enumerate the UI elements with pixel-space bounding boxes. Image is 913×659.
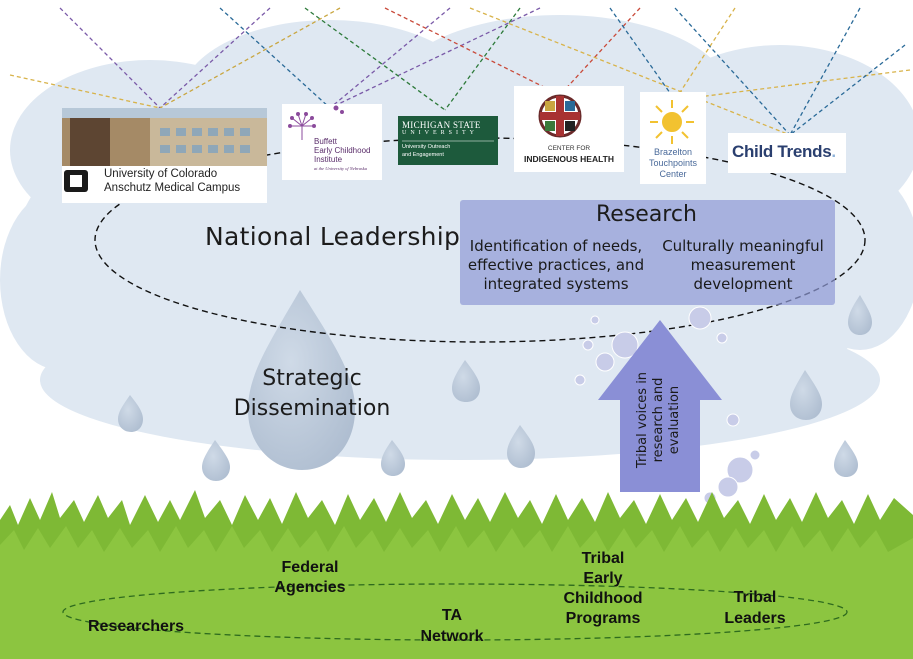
raindrop [507, 425, 535, 468]
research-right-text: Culturally meaningful measurement develo… [650, 237, 836, 294]
research-left-text: Identification of needs, effective pract… [462, 237, 650, 294]
national-leadership-ellipse [94, 137, 866, 343]
tribal-programs-line: Tribal [581, 550, 625, 567]
medicine-wheel-icon [538, 94, 582, 138]
ta-network-label: TA Network [404, 605, 500, 647]
tribal-leaders-label: Tribal Leaders [710, 587, 800, 629]
arrow-text-line: research and [651, 377, 666, 463]
federal-line: Agencies [274, 579, 346, 596]
grass [0, 490, 913, 659]
tribal-leaders-line: Leaders [724, 610, 786, 627]
brazelton-line3: Center [659, 169, 687, 179]
buffett-line4: at the University of Nebraska [314, 166, 367, 171]
raindrops [118, 290, 872, 481]
research-left-line: integrated systems [483, 275, 629, 293]
strategic-label-line1: Strategic [262, 366, 362, 391]
raindrop [202, 440, 230, 481]
raindrop [790, 370, 822, 420]
federal-line: Federal [281, 559, 339, 576]
ta-line: Network [420, 628, 484, 645]
logo-michigan-state [398, 116, 498, 165]
buffett-line1: Buffett [314, 137, 337, 146]
msu-line4: and Engagement [402, 152, 444, 158]
raindrop [452, 360, 480, 402]
buffett-line2: Early Childhood [314, 146, 371, 155]
research-box [460, 200, 835, 305]
dandelion-icon [288, 105, 344, 140]
msu-line1: MICHIGAN STATE [402, 120, 481, 130]
arrow-text-line: Tribal voices in [635, 371, 650, 469]
cu-name-line2: Anschutz Medical Campus [104, 182, 241, 194]
strategic-label-line2: Dissemination [233, 396, 391, 421]
childtrends-dot: . [831, 142, 836, 161]
research-title: Research [596, 202, 697, 227]
cu-name-line1: University of Colorado [104, 168, 218, 180]
ta-line: TA [441, 607, 463, 624]
tribal-programs-line: Childhood [563, 590, 643, 607]
tribal-leaders-line: Tribal [733, 589, 777, 606]
logo-center-for-indigenous-health [514, 86, 624, 172]
researchers-label: Researchers [88, 618, 185, 635]
sun-icon [650, 100, 694, 144]
msu-line3: University Outreach [402, 144, 451, 150]
brazelton-line1: Brazelton [653, 147, 693, 157]
raindrop [834, 440, 858, 477]
cih-line2: INDIGENOUS HEALTH [523, 154, 615, 164]
tribal-programs-line: Programs [565, 610, 641, 627]
research-left-line: effective practices, and [467, 256, 645, 274]
tribal-programs-label: Tribal Early Childhood Programs [548, 549, 658, 629]
upward-arrow [598, 320, 722, 492]
research-right-line: measurement [690, 256, 796, 274]
research-right-line: Culturally meaningful [662, 237, 824, 255]
research-right-line: development [693, 275, 793, 293]
raindrop [248, 290, 355, 470]
national-leadership-label: National Leadership [205, 222, 461, 251]
raindrop [848, 295, 872, 335]
arrow-text: Tribal voices in research and evaluation [635, 355, 687, 485]
msu-line2: UNIVERSITY [402, 130, 478, 136]
raindrop [118, 395, 143, 432]
buffett-line3: Institute [314, 155, 343, 164]
brazelton-line2: Touchpoints [648, 158, 698, 168]
logo-brazelton [640, 92, 706, 184]
bubbles [574, 306, 761, 505]
childtrends-text: Child Trends [732, 142, 832, 161]
logo-buffett [282, 104, 382, 180]
logo-university-of-colorado [62, 108, 267, 203]
arrow-text-line: evaluation [667, 385, 682, 455]
tribal-programs-line: Early [583, 570, 623, 587]
network-lines [9, 7, 911, 136]
stakeholder-ellipse [62, 583, 848, 641]
childtrends-name: Child Trends. [732, 142, 836, 162]
cih-line1: CENTER FOR [547, 145, 591, 152]
raindrop [381, 440, 405, 476]
federal-agencies-label: Federal Agencies [262, 558, 358, 598]
logo-child-trends [728, 133, 846, 173]
research-left-line: Identification of needs, [469, 237, 643, 255]
